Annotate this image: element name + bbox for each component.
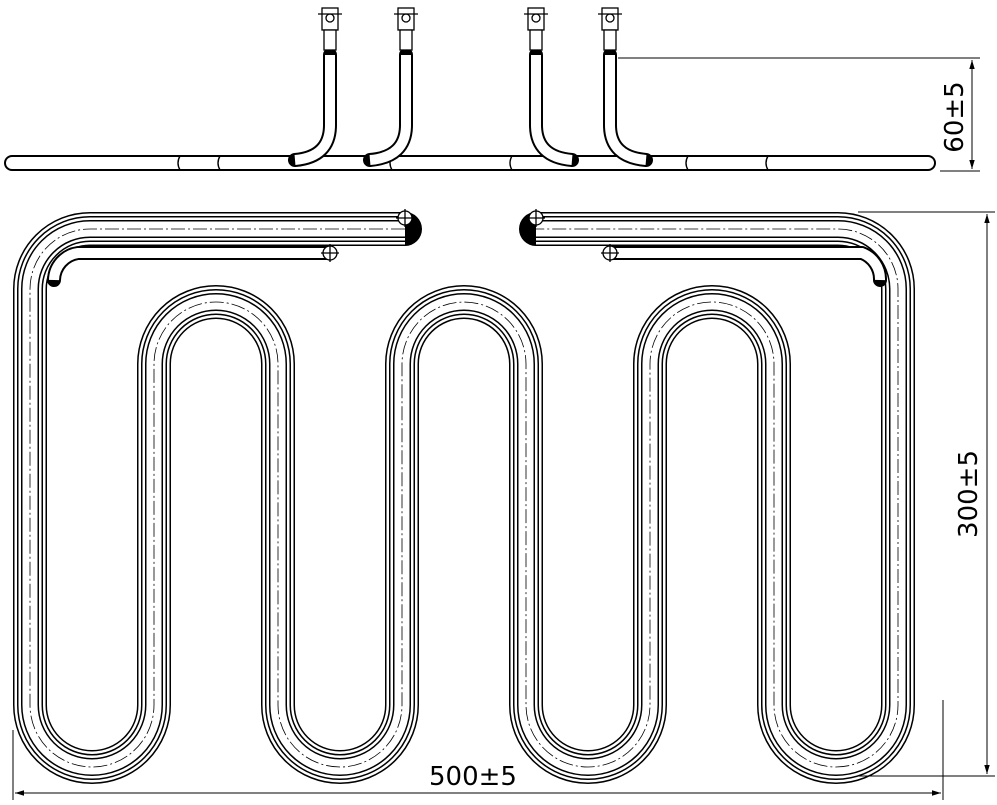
plan-terminal-3 bbox=[527, 209, 545, 227]
inner-leads bbox=[47, 246, 887, 287]
terminal-2 bbox=[394, 7, 418, 51]
dimension-500-label: 500±5 bbox=[429, 762, 517, 792]
dimension-60-label: 60±5 bbox=[940, 81, 970, 152]
terminals-side bbox=[318, 7, 622, 51]
riser-4 bbox=[603, 48, 653, 167]
side-risers bbox=[288, 48, 653, 167]
side-view: 60±5 bbox=[12, 7, 980, 172]
terminals-plan bbox=[321, 209, 619, 262]
riser-1 bbox=[288, 48, 337, 167]
plan-terminal-1 bbox=[396, 209, 414, 227]
terminal-3 bbox=[524, 7, 548, 51]
plan-terminal-4 bbox=[601, 244, 619, 262]
dimension-60: 60±5 bbox=[618, 57, 980, 172]
terminal-4 bbox=[598, 7, 622, 51]
riser-3 bbox=[529, 48, 579, 167]
plan-terminal-2 bbox=[321, 244, 339, 262]
terminal-1 bbox=[318, 7, 342, 51]
plan-view: 300±5 500±5 bbox=[12, 209, 995, 800]
dimension-300-label: 300±5 bbox=[954, 450, 984, 538]
riser-2 bbox=[363, 48, 413, 167]
dimension-300: 300±5 bbox=[858, 211, 995, 777]
dimension-500: 500±5 bbox=[12, 700, 944, 800]
